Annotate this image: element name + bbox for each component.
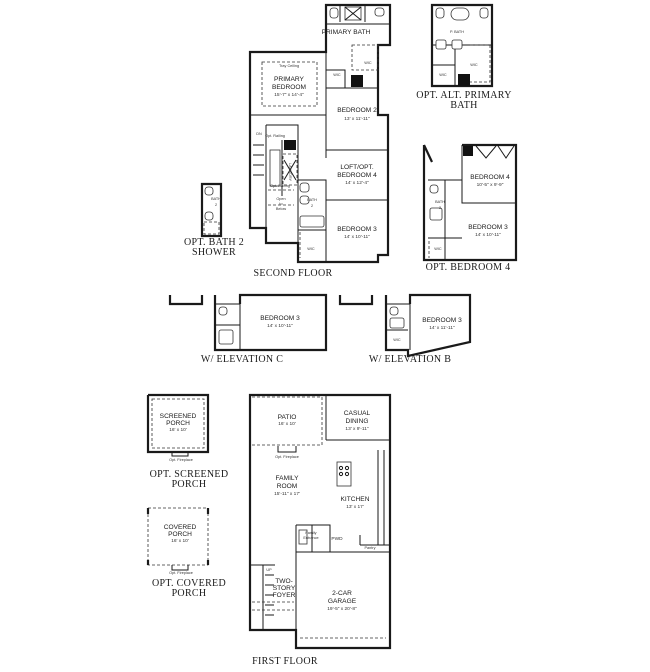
shower-bath-label: BATH bbox=[211, 197, 221, 201]
garage-label: 2-CAR bbox=[332, 590, 352, 597]
open-to-below-label: Open bbox=[276, 197, 285, 201]
primary-bedroom-label: PRIMARY bbox=[274, 76, 305, 83]
bath-2-label: BATH bbox=[307, 198, 317, 202]
primary-bedroom-dimensions: 15'-7" x 14'-4" bbox=[274, 92, 304, 98]
family-entrance-label-2: Entrance bbox=[303, 536, 318, 540]
covered-porch-label-2: PORCH bbox=[168, 531, 192, 538]
opt-bath2-shower-caption: OPT. BATH 2 bbox=[184, 237, 244, 248]
shower-bath-number: 2 bbox=[215, 203, 217, 207]
alt-primary-bath-caption: OPT. ALT. PRIMARY bbox=[416, 90, 512, 101]
powder-room-label: PWD bbox=[331, 536, 343, 542]
opt-bed4-bath-number: 2 bbox=[439, 206, 441, 210]
second-floor-caption: SECOND FLOOR bbox=[254, 268, 333, 279]
opt-bed4-bath-label: BATH bbox=[435, 200, 445, 204]
opt-bed4-wic-label: WIC bbox=[434, 247, 442, 251]
elevation-b-plan: BEDROOM 3 14' x 11'-11" WIC bbox=[338, 293, 472, 358]
covered-porch-dimensions: 16' x 10' bbox=[171, 538, 189, 544]
opt-bed4-bedroom3-dimensions: 14' x 10'-11" bbox=[475, 232, 501, 238]
opt-bed4-label: BEDROOM 4 bbox=[470, 174, 510, 181]
stair-up-label: UP bbox=[266, 568, 272, 572]
primary-wic-label: WIC bbox=[333, 73, 341, 77]
family-room-dimensions: 15'-11" x 17' bbox=[274, 491, 300, 497]
screened-porch-caption-2: PORCH bbox=[172, 479, 207, 490]
primary-bedroom-label-2: BEDROOM bbox=[272, 84, 306, 91]
casual-dining-label-2: DINING bbox=[345, 418, 368, 425]
bedroom-3-label: BEDROOM 3 bbox=[337, 226, 377, 233]
elevation-c-caption: W/ ELEVATION C bbox=[201, 354, 283, 365]
opt-railing-label: Opt. Railing bbox=[265, 134, 285, 138]
opt-fireplace-label: Opt. Fireplace bbox=[275, 455, 299, 459]
first-floor-caption: FIRST FLOOR bbox=[252, 656, 318, 667]
foyer-label: TWO- bbox=[275, 578, 293, 585]
bedroom-2-dimensions: 13' x 11'-11" bbox=[344, 116, 370, 122]
covered-porch-caption-2: PORCH bbox=[172, 588, 207, 599]
opt-bed4-bedroom3-label: BEDROOM 3 bbox=[468, 224, 508, 231]
family-entrance-label: Family bbox=[305, 531, 316, 535]
primary-wic-label-2: WIC bbox=[364, 61, 372, 65]
loft-label-2: BEDROOM 4 bbox=[337, 172, 377, 179]
screened-porch-label: SCREENED bbox=[160, 413, 197, 420]
covered-porch-fireplace: Opt. Fireplace bbox=[169, 571, 193, 575]
alt-wic-label: WIC bbox=[439, 73, 447, 77]
covered-porch-label: COVERED bbox=[164, 524, 197, 531]
alt-primary-bath-caption-2: BATH bbox=[450, 100, 477, 111]
loft-label: LOFT/OPT. bbox=[340, 164, 374, 171]
elev-c-bedroom3-label: BEDROOM 3 bbox=[260, 315, 300, 322]
kitchen-dimensions: 13' x 17' bbox=[346, 504, 364, 510]
garage-dimensions: 19'-5" x 20'-8" bbox=[327, 606, 357, 612]
opt-bed4-dimensions: 10'-5" x 9'-9" bbox=[477, 182, 504, 188]
pantry-label: Pantry bbox=[365, 546, 376, 550]
loft-dimensions: 14' x 12'-4" bbox=[345, 180, 369, 186]
covered-porch-caption: OPT. COVERED bbox=[152, 578, 226, 589]
elev-c-bedroom3-dimensions: 14' x 10'-11" bbox=[267, 323, 293, 329]
alt-p-bath-label: P. BATH bbox=[450, 30, 464, 34]
elev-b-bedroom3-label: BEDROOM 3 bbox=[422, 317, 462, 324]
laundry-label: LAUNDRY bbox=[288, 163, 292, 182]
screened-porch-label-2: PORCH bbox=[166, 420, 190, 427]
screened-porch-dimensions: 16' x 10' bbox=[169, 427, 187, 433]
opt-bath2-shower-plan: BATH 2 bbox=[200, 182, 223, 238]
opt-bath2-shower-caption-2: SHOWER bbox=[192, 247, 236, 258]
family-room-label: FAMILY bbox=[276, 475, 300, 482]
alt-primary-bath-plan: P. BATH WIC WIC bbox=[430, 3, 494, 88]
opt-bedroom4-caption: OPT. BEDROOM 4 bbox=[426, 262, 511, 273]
garage-label-2: GARAGE bbox=[328, 598, 357, 605]
bed3-wic-label: WIC bbox=[307, 247, 315, 251]
kitchen-label: KITCHEN bbox=[341, 496, 370, 503]
patio-dimensions: 16' x 10' bbox=[278, 421, 296, 427]
foyer-label-3: FOYER bbox=[273, 592, 296, 599]
opt-railing-label-2: Opt. Railing bbox=[270, 184, 290, 188]
elevation-b-caption: W/ ELEVATION B bbox=[369, 354, 451, 365]
opt-bedroom4-plan: BEDROOM 4 10'-5" x 9'-9" BEDROOM 3 14' x… bbox=[422, 143, 518, 262]
patio-label: PATIO bbox=[278, 414, 297, 421]
foyer-label-2: STORY bbox=[273, 585, 296, 592]
covered-porch-plan: COVERED PORCH 16' x 10' Opt. Fireplace bbox=[146, 507, 210, 575]
casual-dining-dimensions: 13' x 9'-11" bbox=[345, 426, 368, 432]
open-to-below-label-3: Below bbox=[276, 207, 287, 211]
second-floor-plan: PRIMARY BATH Tray Ceiling PRIMARY BEDROO… bbox=[248, 3, 392, 264]
casual-dining-label: CASUAL bbox=[344, 410, 371, 417]
bath-2-number: 2 bbox=[311, 204, 313, 208]
elev-b-bedroom3-dimensions: 14' x 11'-11" bbox=[429, 325, 455, 331]
primary-bath-label: PRIMARY BATH bbox=[322, 29, 371, 36]
tray-ceiling-label: Tray Ceiling bbox=[279, 64, 299, 68]
first-floor-plan: PATIO 16' x 10' CASUAL DINING 13' x 9'-1… bbox=[248, 393, 392, 650]
screened-porch-caption: OPT. SCREENED bbox=[150, 469, 229, 480]
bedroom-2-label: BEDROOM 2 bbox=[337, 107, 377, 114]
screened-porch-fireplace: Opt. Fireplace bbox=[169, 458, 193, 462]
family-room-label-2: ROOM bbox=[277, 483, 298, 490]
alt-wic-label-2: WIC bbox=[470, 63, 478, 67]
bedroom-3-dimensions: 14' x 10'-11" bbox=[344, 234, 370, 240]
elevation-c-plan: BEDROOM 3 14' x 10'-11" bbox=[168, 293, 328, 352]
stair-down-label: DN bbox=[256, 132, 262, 136]
screened-porch-plan: SCREENED PORCH 16' x 10' Opt. Fireplace bbox=[146, 393, 210, 462]
elev-b-wic-label: WIC bbox=[393, 338, 401, 342]
open-to-below-label-2: to bbox=[279, 202, 282, 206]
